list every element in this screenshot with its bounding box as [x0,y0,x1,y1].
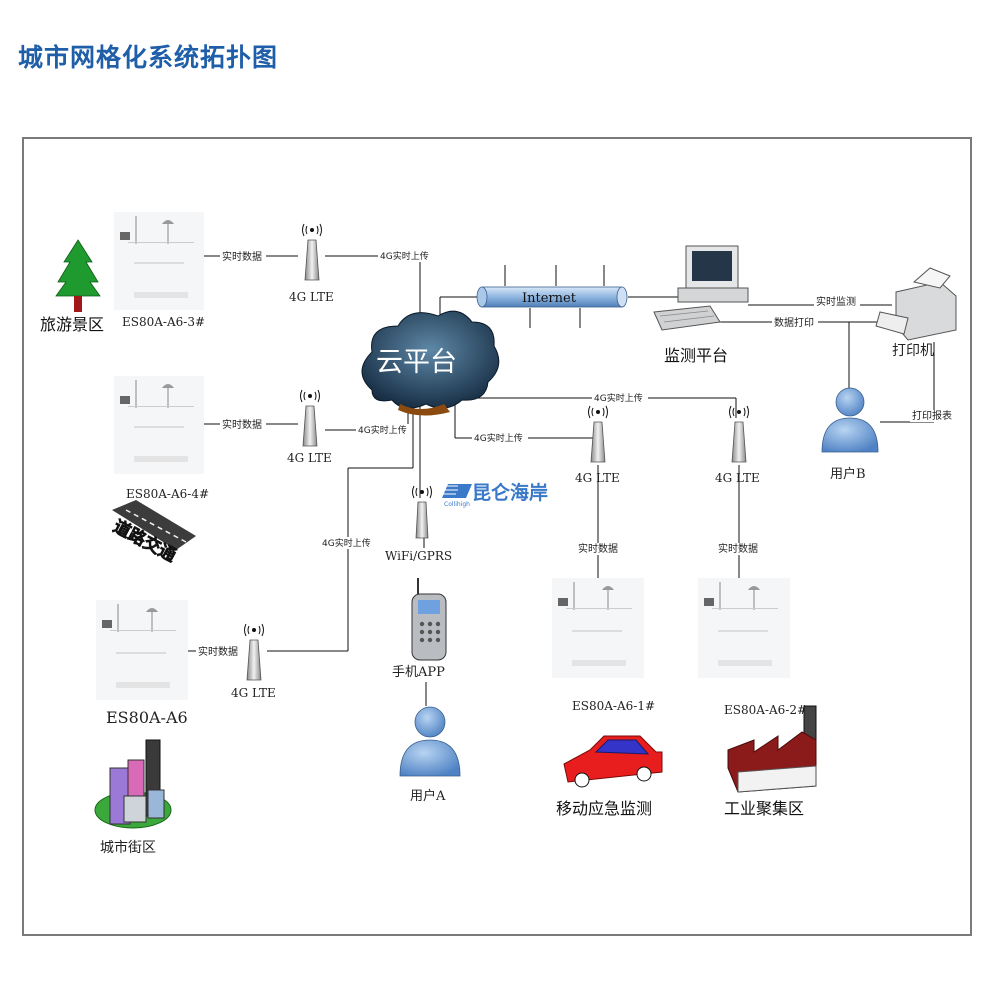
link-label-upload-4: 4G实时上传 [594,392,643,404]
device-es80a-1 [552,578,644,678]
antenna-lte-5 [729,405,749,463]
phone-icon [411,578,447,661]
link-label-upload-2: 4G实时上传 [358,424,407,436]
antenna-lte-1 [302,223,322,281]
link-label-print-report: 打印报表 [912,409,952,422]
link-labels: 实时数据 4G实时上传 实时数据 4G实时上传 实时数据 4G实时上传 4G实时… [196,250,956,658]
user-a-icon [399,706,461,777]
user-b-label: 用户B [830,466,866,482]
mobile-label: 移动应急监测 [556,799,652,818]
link-label-upload-3: 4G实时上传 [322,537,371,549]
device-es80a [96,600,188,700]
brand-name: 昆仑海岸 [472,481,548,504]
device-label-1: ES80A-A6-1# [572,699,655,713]
industry-label: 工业聚集区 [724,799,804,818]
link-label-realtime-data-5: 实时数据 [718,542,758,555]
cloud-label: 云平台 [376,347,457,378]
antenna-lte-3 [244,623,264,681]
link-label-realtime-data-1: 实时数据 [222,250,262,263]
diagram-frame [22,137,972,936]
antenna-lte-4 [588,405,608,463]
user-b-icon [821,387,879,453]
page-title: 城市网格化系统拓扑图 [18,43,279,72]
brand-sub: Collihigh [444,501,470,508]
link-label-realtime-data-3: 实时数据 [198,645,238,658]
lte-label-5: 4G LTE [715,471,760,485]
device-es80a-3 [114,212,204,310]
link-label-upload-5: 4G实时上传 [474,432,523,444]
device-label-0: ES80A-A6 [106,708,188,727]
lte-label-2: 4G LTE [287,451,332,465]
phone-label: 手机APP [392,665,445,680]
internet-pipe-icon [476,286,628,308]
road-icon [112,500,196,550]
factory-icon [727,705,817,793]
device-es80a-2 [698,578,790,678]
link-label-realtime-monitor: 实时监测 [816,295,856,308]
device-es80a-4 [114,376,204,474]
lte-label-3: 4G LTE [231,686,276,700]
car-icon [563,735,663,788]
printer-label: 打印机 [892,342,934,359]
city-label: 城市街区 [100,839,156,856]
link-label-upload-1: 4G实时上传 [380,250,429,262]
tourist-label: 旅游景区 [40,315,104,334]
monitor-platform-label: 监测平台 [664,346,728,365]
device-label-3: ES80A-A6-3# [122,315,205,329]
cloud-platform-icon [361,310,500,416]
link-label-realtime-data-2: 实时数据 [222,418,262,431]
brand-logo: 昆仑海岸 Collihigh [440,481,548,508]
antenna-wifi [412,485,432,539]
computer-icon [653,245,749,331]
link-label-realtime-data-4: 实时数据 [578,542,618,555]
device-label-2: ES80A-A6-2# [724,703,807,717]
internet-label: Internet [522,291,577,306]
wifi-label: WiFi/GPRS [385,549,452,563]
tree-icon [55,239,101,312]
user-a-label: 用户A [410,788,446,804]
lte-label-1: 4G LTE [289,290,334,304]
lte-label-4: 4G LTE [575,471,620,485]
link-label-data-print: 数据打印 [774,316,814,329]
city-buildings-icon [94,739,172,829]
device-label-4: ES80A-A6-4# [126,487,209,501]
antenna-lte-2 [300,389,320,447]
printer-icon [875,267,957,341]
